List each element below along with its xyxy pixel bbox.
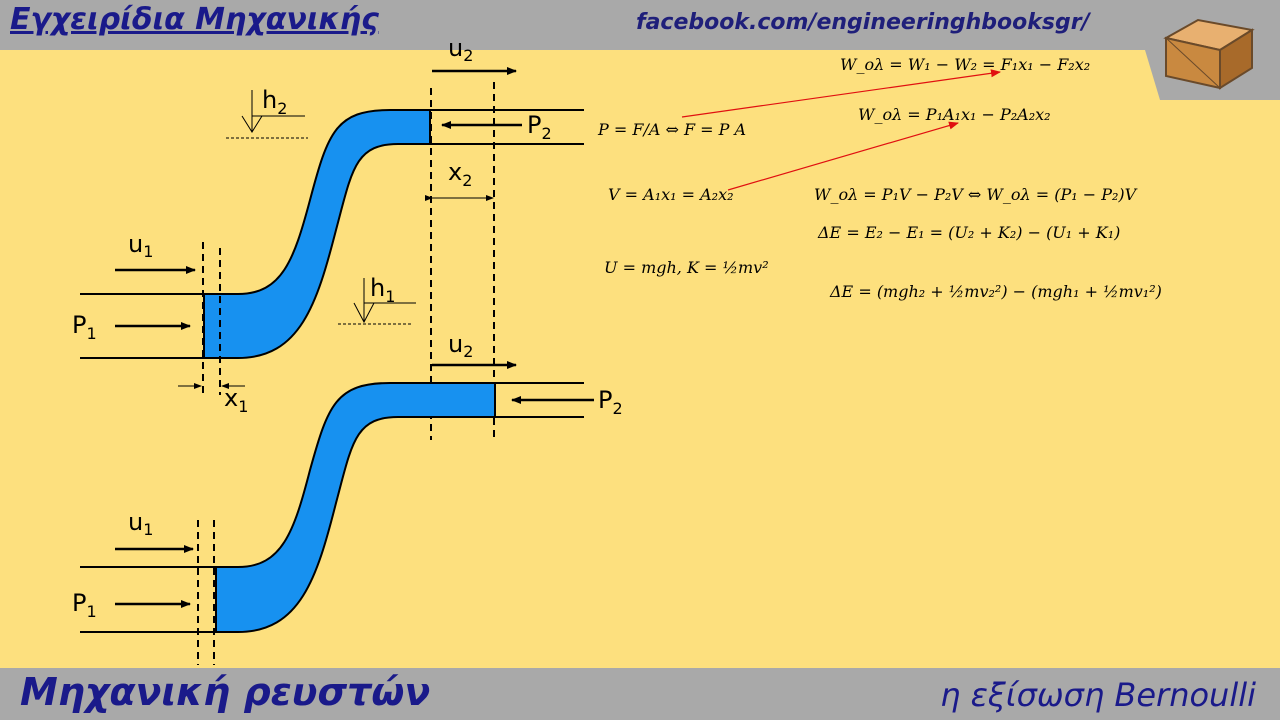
facebook-link[interactable]: facebook.com/engineeringhbooksgr/ bbox=[636, 10, 1090, 35]
label-u2-top: u2 bbox=[448, 34, 473, 65]
annotation-arrow-force bbox=[681, 69, 1001, 118]
label-u1-bottom: u1 bbox=[128, 508, 153, 539]
height-marker-h2 bbox=[226, 90, 308, 139]
pipe-diagram-bottom: u2 P2 u1 P1 bbox=[72, 330, 623, 665]
equation-work-forces: W_ολ = W₁ − W₂ = F₁x₁ − F₂x₂ bbox=[840, 55, 1090, 74]
header-bar bbox=[0, 0, 1280, 50]
fluid-region-top bbox=[203, 109, 431, 359]
cube-logo-icon bbox=[1163, 18, 1255, 90]
footer-bar bbox=[0, 668, 1280, 720]
equation-pressure: P = F/A ⇔ F = P A bbox=[597, 120, 746, 139]
footer-subtopic: η εξίσωση Bernoulli bbox=[940, 676, 1256, 714]
equation-energy-difference: ΔE = E₂ − E₁ = (U₂ + K₂) − (U₁ + K₁) bbox=[817, 223, 1120, 242]
label-u1-top: u1 bbox=[128, 230, 153, 261]
pipe-diagram-top: u1 P1 u2 P2 x2 x1 h2 h1 bbox=[72, 34, 584, 440]
equation-energies: U = mgh, K = ½mv² bbox=[604, 258, 769, 277]
label-x1: x1 bbox=[224, 384, 248, 416]
label-u2-bottom: u2 bbox=[448, 330, 473, 361]
height-marker-h1 bbox=[338, 278, 416, 325]
equation-work-areas: W_ολ = P₁A₁x₁ − P₂A₂x₂ bbox=[858, 105, 1051, 124]
label-h1: h1 bbox=[370, 274, 395, 306]
label-p2-bottom: P2 bbox=[598, 386, 623, 418]
label-p2-top: P2 bbox=[527, 111, 552, 143]
footer-topic: Μηχανική ρευστών bbox=[20, 670, 431, 714]
label-x2: x2 bbox=[448, 158, 472, 190]
equation-work-volume: W_ολ = P₁V − P₂V ⇔ W_ολ = (P₁ − P₂)V bbox=[814, 185, 1138, 204]
site-title-link[interactable]: Εγχειρίδια Μηχανικής bbox=[10, 2, 379, 37]
equation-energy-expanded: ΔE = (mgh₂ + ½mv₂²) − (mgh₁ + ½mv₁²) bbox=[829, 282, 1162, 301]
annotation-arrow-volume bbox=[727, 121, 959, 191]
equations: P = F/A ⇔ F = P A V = A₁x₁ = A₂x₂ U = mg… bbox=[597, 55, 1162, 301]
label-p1-top: P1 bbox=[72, 311, 97, 343]
label-p1-bottom: P1 bbox=[72, 589, 97, 621]
label-h2: h2 bbox=[262, 86, 287, 118]
equation-volume: V = A₁x₁ = A₂x₂ bbox=[608, 185, 734, 204]
